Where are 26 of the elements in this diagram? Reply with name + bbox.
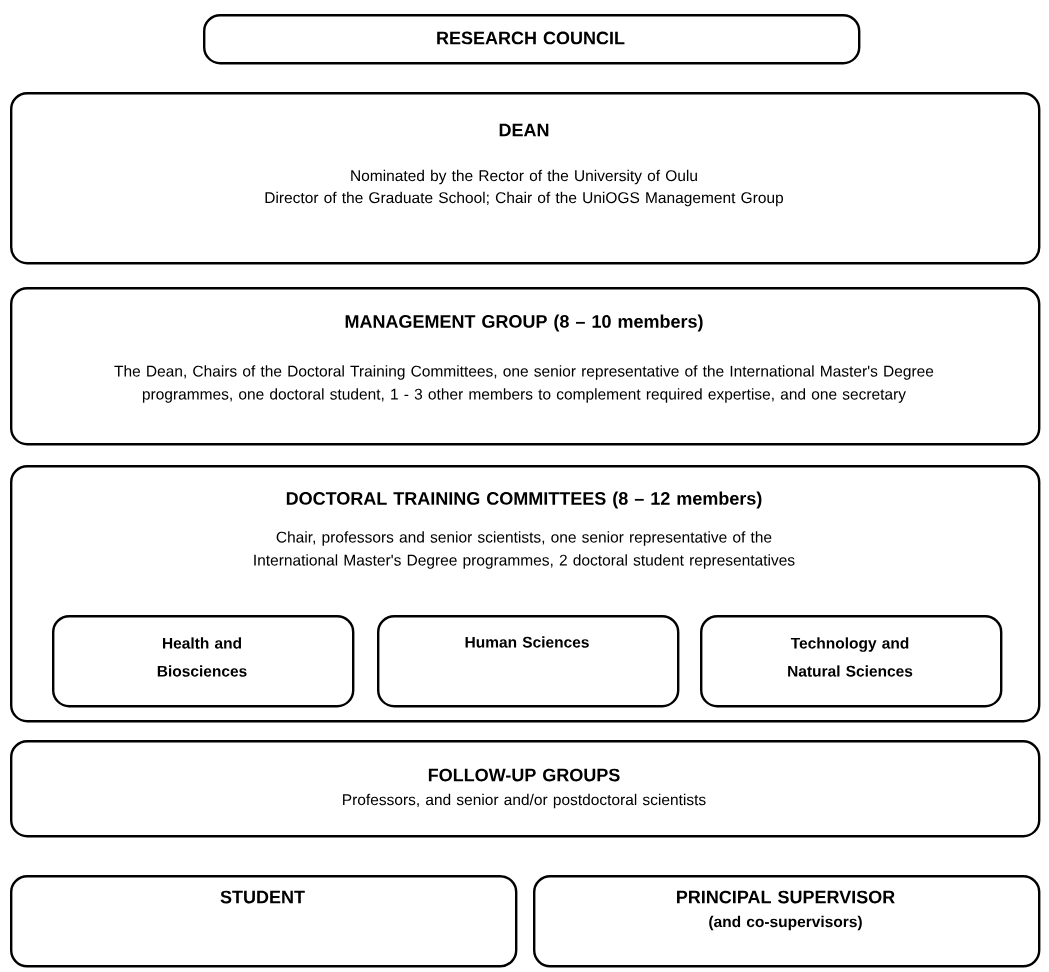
org-box: [10, 287, 1041, 446]
box-text: The Dean, Chairs of the Doctoral Training Committees, one senior representative of the International Master's Degree programmes, one doctoral student, 1 - 3 other members to complement required expertise, and one secretary: [114, 365, 934, 403]
org-box: [700, 615, 1003, 708]
box-heading: DEAN: [499, 123, 549, 137]
box-text: Professors, and senior and/or postdoctoral scientists: [343, 793, 706, 809]
org-box: [533, 875, 1041, 968]
box-heading: RESEARCH COUNCIL: [437, 31, 625, 45]
box-text: Human Sciences: [465, 636, 589, 648]
box-heading: STUDENT: [220, 890, 305, 904]
org-box: [10, 740, 1041, 838]
org-box: [377, 615, 680, 708]
box-heading: FOLLOW-UP GROUPS: [428, 768, 620, 782]
box-text: Health and Biosciences: [157, 637, 247, 677]
box-text: (and co-supervisors): [709, 915, 862, 931]
box-text: Technology and Natural Sciences: [788, 637, 913, 677]
org-box: [10, 92, 1041, 265]
org-box: [203, 14, 861, 65]
box-heading: PRINCIPAL SUPERVISOR: [677, 890, 895, 904]
org-box: [10, 875, 518, 968]
org-box: [10, 465, 1041, 723]
box-heading: DOCTORAL TRAINING COMMITTEES (8 – 12 members): [286, 491, 762, 509]
box-text: Director of the Graduate School; Chair of the UniOGS Management Group: [265, 191, 783, 207]
box-text: Nominated by the Rector of the University of Oulu: [351, 169, 697, 185]
box-heading: MANAGEMENT GROUP (8 – 10 members): [345, 314, 703, 332]
org-box: [52, 615, 355, 708]
box-text: Chair, professors and senior scientists, one senior representative of the International Master's Degree programmes, 2 doctoral student representatives: [254, 531, 795, 569]
